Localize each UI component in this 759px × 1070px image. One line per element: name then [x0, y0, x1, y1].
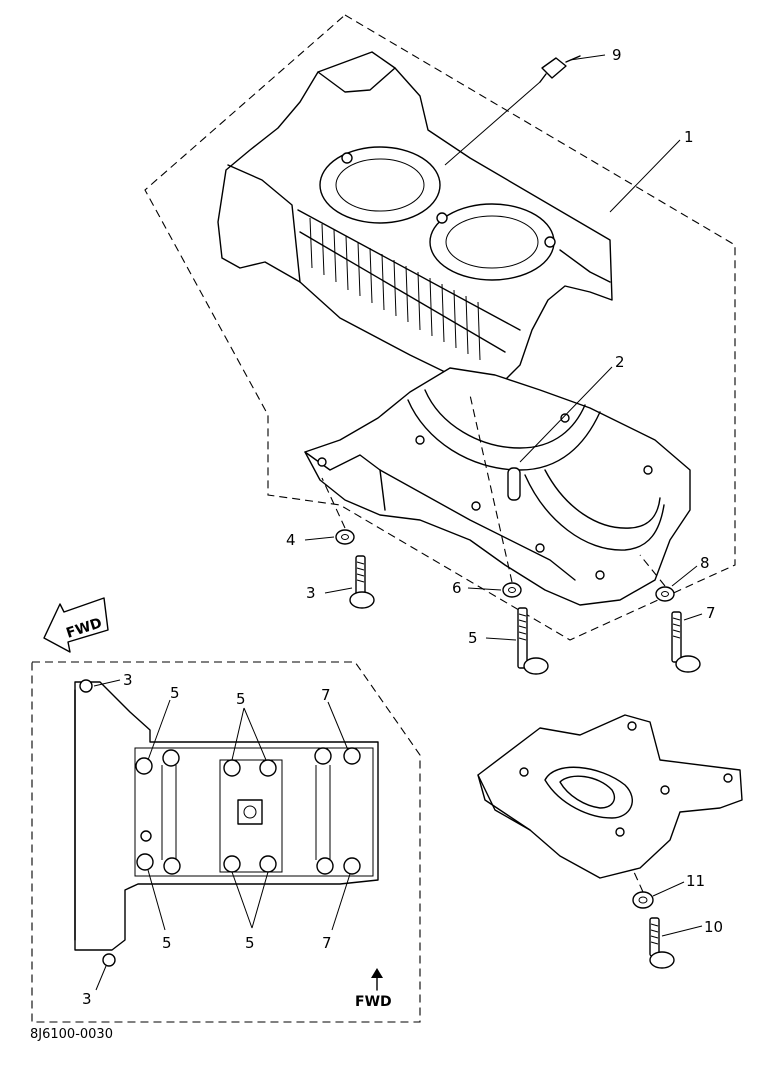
part-8-washer: [655, 586, 675, 602]
inset-bolt-hole-3-bottom: [102, 953, 116, 967]
lower-crankcase: [304, 367, 691, 606]
callout-11: 11: [686, 872, 705, 890]
part-3-bolt: [349, 555, 375, 609]
inset-callout-7-bottom: 7: [322, 934, 332, 952]
callout-3: 3: [306, 584, 316, 602]
upper-crankcase: [217, 51, 613, 386]
fwd-direction-arrow: FWD: [43, 597, 109, 653]
part-10-bolt: [649, 917, 675, 969]
inset-callout-5-mid-bottom: 5: [245, 934, 255, 952]
guide-line-bolt-5: [469, 394, 513, 583]
inset-callout-5-left-bottom: 5: [162, 934, 172, 952]
callout-6: 6: [452, 579, 462, 597]
inset-bolt-hole-3-top: [79, 679, 93, 693]
leader-9-to-crankcase: [444, 81, 541, 166]
callout-group-bracket: 11 10: [652, 872, 723, 937]
callout-5: 5: [468, 629, 478, 647]
inset-callout-3-top: 3: [123, 671, 133, 689]
crankcase-assembly-boundary: [144, 14, 736, 641]
callout-group-main: 9 1 2 4 3 6 5 8 7: [286, 46, 716, 647]
inset-callout-5-mid-top: 5: [236, 690, 246, 708]
guide-line-bolt-10: [633, 871, 644, 893]
part-6-washer: [502, 582, 522, 598]
inset-crankcase-top-view: [74, 679, 379, 967]
callout-1: 1: [684, 128, 694, 146]
inset-fwd-indicator: FWD: [355, 968, 392, 1010]
callout-7: 7: [706, 604, 716, 622]
guide-line-bolt-7: [639, 554, 666, 587]
inset-fwd-label: FWD: [355, 994, 392, 1010]
inset-callout-7-top: 7: [321, 686, 331, 704]
callout-2: 2: [615, 353, 625, 371]
guide-line-bolt-3: [321, 477, 346, 529]
drawing-code: 8J6100-0030: [30, 1027, 113, 1042]
part-9-fitting: [539, 55, 581, 83]
callout-4: 4: [286, 531, 296, 549]
part-5-bolt: [517, 607, 549, 675]
part-4-washer: [335, 529, 355, 545]
engine-mount-bracket: [477, 714, 743, 879]
inset-boundary: [31, 661, 421, 1023]
callout-group-inset: 3 5 5 7 5 5 7 3: [82, 671, 351, 1008]
callout-9: 9: [612, 46, 622, 64]
inset-callout-3-bottom: 3: [82, 990, 92, 1008]
part-7-bolt: [671, 611, 701, 673]
callout-8: 8: [700, 554, 710, 572]
inset-callout-5-left-top: 5: [170, 684, 180, 702]
callout-10: 10: [704, 918, 723, 936]
part-11-washer: [632, 891, 654, 909]
